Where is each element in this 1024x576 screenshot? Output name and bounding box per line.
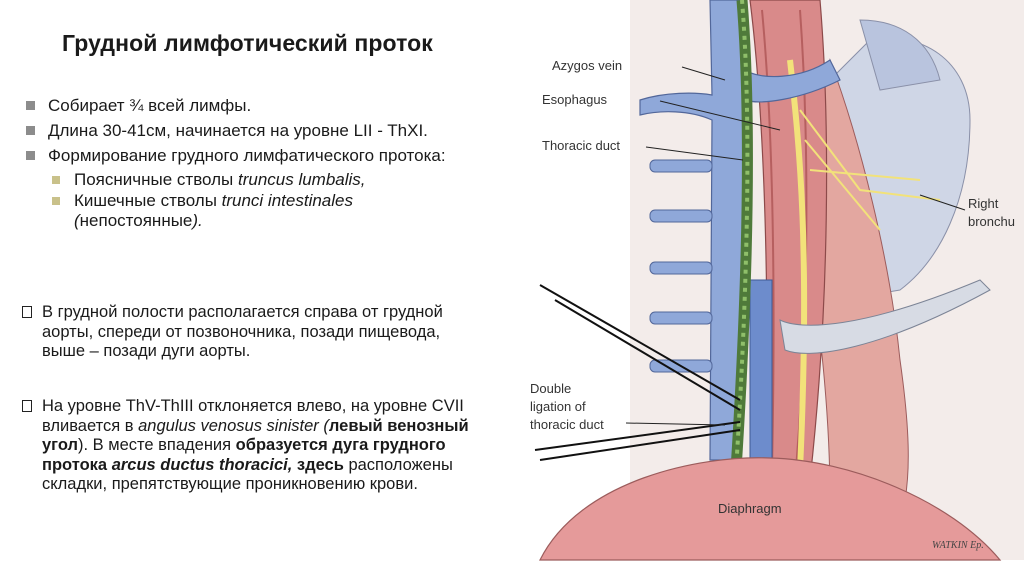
slide-title: Грудной лимфотический проток (62, 30, 433, 56)
ligature-lines (534, 284, 741, 461)
checkbox-bullet-icon (22, 306, 32, 318)
label-double-ligation-2: ligation of (530, 399, 586, 414)
sub-bullet-list: Поясничные стволы truncus lumbalis, Кише… (48, 170, 482, 231)
bullet-item: Длина 30-41см, начинается на уровне LII … (22, 121, 482, 141)
label-thoracic-duct: Thoracic duct (542, 138, 620, 153)
sub-bullet-item: Поясничные стволы truncus lumbalis, (48, 170, 482, 190)
retractor-shape (779, 279, 991, 354)
bullet-item: Формирование грудного лимфатического про… (22, 146, 482, 231)
label-esophagus: Esophagus (542, 92, 608, 107)
label-azygos-vein: Azygos vein (552, 58, 622, 73)
label-diaphragm: Diaphragm (718, 501, 782, 516)
label-right-bronchus-1: Right (968, 196, 999, 211)
illustrator-signature: WATKIN Ep. (932, 540, 984, 551)
bronchus-upper-shape (859, 19, 941, 91)
sub-bullet-square-icon (52, 197, 60, 205)
bullet-square-icon (26, 126, 35, 135)
intercostal-veins (649, 159, 713, 373)
label-double-ligation-3: thoracic duct (530, 417, 604, 432)
thoracic-duct-illustration: Azygos vein Esophagus Thoracic duct Righ… (530, 0, 1024, 561)
bullet-square-icon (26, 151, 35, 160)
paragraph-location: В грудной полости располагается справа о… (22, 303, 477, 362)
diaphragm-shape (539, 457, 1002, 561)
sub-bullet-square-icon (52, 176, 60, 184)
sub-bullet-item: Кишечные стволы trunci intestinales(непо… (48, 191, 482, 231)
label-double-ligation-1: Double (530, 381, 571, 396)
label-right-bronchus-2: bronchu (968, 214, 1015, 229)
bullet-square-icon (26, 101, 35, 110)
paragraph-course: На уровне ThV-ThIII отклоняется влево, н… (22, 397, 477, 495)
label-pointer-lines (625, 66, 966, 426)
checkbox-bullet-icon (22, 400, 32, 412)
bullet-list: Собирает ¾ всей лимфы. Длина 30-41см, на… (22, 96, 482, 236)
bullet-item: Собирает ¾ всей лимфы. (22, 96, 482, 116)
